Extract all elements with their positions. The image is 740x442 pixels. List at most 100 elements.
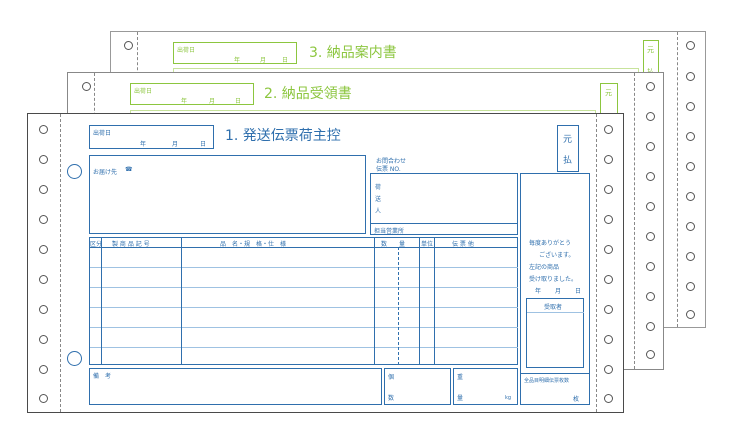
tractor-hole: [604, 185, 613, 194]
stamp-bottom-char: 払: [563, 156, 573, 166]
receiver-divider: [527, 312, 584, 313]
office-label: 担当営業所: [374, 228, 405, 235]
inquiry-label: お問合わせ: [376, 158, 407, 165]
tractor-hole: [646, 232, 655, 241]
tractor-hole: [39, 394, 48, 403]
remarks-box: 備 考: [89, 368, 382, 405]
tractor-hole: [686, 222, 695, 231]
col-divider: [181, 238, 182, 365]
phone-icon: ☎: [125, 166, 133, 173]
tractor-hole: [646, 292, 655, 301]
col-qty: 数 量: [381, 241, 406, 248]
weight-box: 重 量 kg: [453, 368, 518, 405]
tractor-hole: [604, 215, 613, 224]
total-divider: [521, 373, 590, 374]
receipt-panel: 毎度ありがとう ございます。 左記の商品 受け取りました。 年 月 日 受取者 …: [520, 173, 590, 405]
tractor-hole: [646, 262, 655, 271]
tractor-hole: [686, 72, 695, 81]
table-header-divider: [90, 247, 518, 248]
payment-stamp-box: 元 払: [557, 125, 579, 172]
tractor-hole: [124, 41, 133, 50]
tractor-hole: [604, 155, 613, 164]
day-label: 日: [282, 57, 289, 64]
sheet-1-shipping-slip: 出荷日 年 月 日 1. 発送伝票荷主控 元 払 お届け先 ☎ お問合わせ 伝票…: [27, 113, 624, 413]
tractor-hole: [604, 275, 613, 284]
sheets-unit: 枚: [573, 396, 580, 403]
year-label: 年: [234, 57, 241, 64]
table-row-line: [90, 327, 518, 328]
thanks-line-2: ございます。: [539, 252, 575, 259]
tractor-hole: [39, 335, 48, 344]
sender-char-3: 人: [375, 208, 382, 215]
col-code: 製 商 品 記 号: [112, 241, 150, 248]
kg-unit: kg: [505, 395, 512, 401]
tractor-hole: [646, 202, 655, 211]
col-unit: 単位: [421, 241, 434, 248]
tractor-hole: [39, 215, 48, 224]
tractor-hole: [39, 125, 48, 134]
col-name: 品 名・規 格・仕 様: [220, 241, 287, 248]
tracking-label: 伝票 NO.: [376, 166, 401, 173]
tractor-hole: [646, 172, 655, 181]
col-divider: [374, 238, 375, 365]
tractor-hole: [39, 245, 48, 254]
sender-char-1: 荷: [375, 184, 382, 191]
col-divider: [101, 238, 102, 365]
weight-char: 重: [457, 374, 464, 381]
pieces-box: 個 数: [384, 368, 451, 405]
stamp-top-char: 元: [647, 46, 654, 54]
tractor-hole: [686, 192, 695, 201]
delivery-to-box: お届け先 ☎: [89, 155, 366, 234]
thanks-line-3: 左記の商品: [529, 264, 560, 271]
stamp-top-char: 元: [563, 135, 573, 145]
tractor-hole: [646, 112, 655, 121]
binding-circle-top: [67, 164, 82, 179]
remarks-label: 備 考: [93, 373, 112, 380]
shipdate-box: 出荷日 年 月 日: [173, 42, 297, 64]
perforation-left: [60, 114, 61, 412]
amount-char: 量: [457, 395, 464, 402]
tractor-hole: [686, 102, 695, 111]
tractor-hole: [39, 305, 48, 314]
col-kubun: 区分: [90, 241, 103, 248]
perforation-right: [677, 32, 678, 327]
sender-char-2: 送: [375, 196, 382, 203]
office-divider: [371, 223, 518, 224]
sheet-2-title: 2. 納品受領書: [264, 86, 352, 102]
receipt-month: 月: [555, 288, 562, 295]
day-label: 日: [235, 98, 242, 105]
tractor-hole: [686, 310, 695, 319]
tractor-hole: [686, 282, 695, 291]
sender-box: 荷 送 人 担当営業所: [370, 173, 518, 235]
receipt-day: 日: [575, 288, 582, 295]
tractor-hole: [604, 125, 613, 134]
stamp-top-char: 元: [605, 89, 612, 97]
receiver-signature-box: 受取者: [526, 298, 584, 368]
tractor-hole: [39, 275, 48, 284]
table-row-line: [90, 267, 518, 268]
shipdate-label: 出荷日: [177, 47, 196, 54]
tractor-hole: [82, 82, 91, 91]
receipt-year: 年: [535, 288, 542, 295]
table-row-line: [90, 347, 518, 348]
count-char: 数: [388, 395, 395, 402]
tractor-hole: [604, 365, 613, 374]
sheet-3-title: 3. 納品案内書: [309, 45, 397, 61]
col-remarks: 伝 票 他: [452, 241, 474, 248]
sheet-1-title: 1. 発送伝票荷主控: [225, 128, 341, 144]
month-label: 月: [209, 98, 216, 105]
tractor-hole: [39, 365, 48, 374]
binding-circle-bottom: [67, 351, 82, 366]
year-label: 年: [140, 141, 147, 148]
pieces-char: 個: [388, 374, 395, 381]
perforation-right: [634, 73, 635, 369]
tractor-hole: [39, 155, 48, 164]
col-divider: [398, 247, 399, 365]
delivery-to-label: お届け先: [93, 169, 118, 176]
table-row-line: [90, 287, 518, 288]
month-label: 月: [172, 141, 179, 148]
receiver-label: 受取者: [544, 304, 563, 311]
table-row-line: [90, 307, 518, 308]
tractor-hole: [604, 245, 613, 254]
tractor-hole: [604, 335, 613, 344]
